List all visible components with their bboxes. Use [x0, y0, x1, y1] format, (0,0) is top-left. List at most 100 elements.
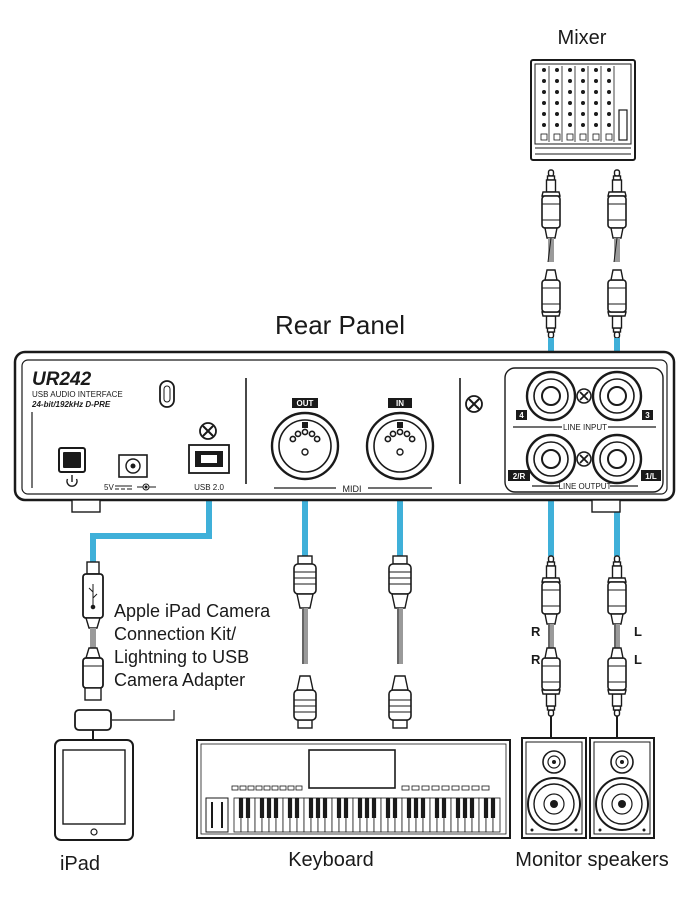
kb-button	[451, 785, 460, 791]
mixer-knob	[568, 123, 572, 127]
mixer-fader	[592, 133, 600, 141]
line-output-1l-jack[interactable]	[591, 433, 643, 485]
mixer-knob	[568, 112, 572, 116]
mixer-knob	[555, 123, 559, 127]
monitor-speakers-label: Monitor speakers	[515, 849, 668, 871]
mixer-knob	[607, 68, 611, 72]
mixer-knob	[607, 112, 611, 116]
mixer-knob	[594, 68, 598, 72]
din-pin	[308, 430, 316, 438]
din-pin	[294, 430, 302, 438]
kb-black-key	[294, 798, 300, 818]
rear-panel-label: Rear Panel	[275, 310, 405, 340]
mixer-knob	[568, 90, 572, 94]
model-spec: 24-bit/192kHz D-PRE	[31, 400, 111, 409]
din-pin	[301, 428, 309, 436]
mixer-knob	[607, 79, 611, 83]
cable-mark-r-lower: R	[531, 652, 541, 667]
kb-button	[295, 785, 303, 791]
kb-button	[263, 785, 271, 791]
line-input-3-jack[interactable]	[591, 370, 643, 422]
midi-in-port[interactable]	[365, 411, 435, 481]
line-output-label: LINE OUTPUT	[559, 482, 612, 491]
midi-out-port[interactable]	[270, 411, 340, 481]
kb-button	[461, 785, 470, 791]
mixer-knob	[542, 90, 546, 94]
mixer-illustration	[530, 59, 636, 161]
midi-out-label: OUT	[297, 399, 314, 408]
kb-black-key	[357, 798, 363, 818]
din-key	[302, 422, 308, 428]
mixer-knob	[594, 123, 598, 127]
speaker-cable-left	[607, 555, 627, 740]
kb-black-key	[469, 798, 475, 818]
jack-2r-label: 2/R	[513, 472, 526, 481]
din-pin	[313, 435, 321, 443]
mixer-knob	[607, 90, 611, 94]
power-label: 5V	[104, 483, 114, 492]
model-name: UR242	[32, 369, 92, 390]
mixer-knob	[542, 79, 546, 83]
mixer-fader	[605, 133, 613, 141]
usb-port[interactable]	[188, 444, 230, 474]
mixer-knob	[594, 90, 598, 94]
line-input-label: LINE INPUT	[563, 423, 607, 432]
jack-3-label: 3	[645, 411, 650, 420]
mixer-fader	[540, 133, 548, 141]
kb-button	[271, 785, 279, 791]
keyboard-illustration	[196, 739, 511, 839]
kb-button	[431, 785, 440, 791]
mixer-knob	[594, 79, 598, 83]
cable-mark-l-upper: L	[634, 624, 642, 639]
mixer-knob	[607, 101, 611, 105]
kb-black-key	[490, 798, 496, 818]
mixer-label: Mixer	[558, 27, 607, 49]
kb-button	[421, 785, 430, 791]
dc-power-jack[interactable]	[118, 454, 148, 478]
kb-black-key	[336, 798, 342, 818]
midi-cable-in	[388, 555, 412, 729]
kb-button	[247, 785, 255, 791]
adapter-label-line-2: Connection Kit/	[114, 624, 236, 644]
line-input-4-jack[interactable]	[525, 370, 577, 422]
mixer-knob	[607, 123, 611, 127]
power-switch[interactable]	[58, 447, 86, 473]
mixer-knob	[581, 101, 585, 105]
jack-4-badge	[516, 410, 527, 420]
din-pin	[396, 428, 404, 436]
kb-black-key	[455, 798, 461, 818]
jack-3-badge	[642, 410, 653, 420]
din-pin	[408, 435, 416, 443]
kb-black-key	[462, 798, 468, 818]
mixer-knob	[581, 90, 585, 94]
din-pin	[289, 435, 297, 443]
kb-black-key	[406, 798, 412, 818]
usb-label: USB 2.0	[194, 483, 224, 492]
cable-mark-r-upper: R	[531, 624, 541, 639]
kb-black-key	[266, 798, 272, 818]
midi-cable-out	[293, 555, 317, 729]
kb-button	[239, 785, 247, 791]
speaker-cable-right	[541, 555, 561, 740]
kb-button	[481, 785, 490, 791]
jack-1l-badge	[641, 470, 661, 481]
mixer-knob	[555, 68, 559, 72]
mixer-knob	[555, 79, 559, 83]
jack-screw-icon-top	[576, 388, 592, 404]
mixer-knob	[581, 68, 585, 72]
line-output-2r-jack[interactable]	[525, 433, 577, 485]
kb-black-key	[273, 798, 279, 818]
mixer-knob	[594, 101, 598, 105]
adapter-label-line-4: Camera Adapter	[114, 670, 245, 690]
usb-screw-icon	[199, 422, 217, 440]
mixer-knob	[555, 112, 559, 116]
mixer-fader	[553, 133, 561, 141]
power-icon	[66, 475, 78, 487]
midi-in-badge	[388, 398, 412, 408]
mixer-knob	[568, 79, 572, 83]
cable-mark-l-lower: L	[634, 652, 642, 667]
monitor-speaker-right	[521, 737, 587, 839]
mixer-knob	[555, 101, 559, 105]
kb-black-key	[238, 798, 244, 818]
